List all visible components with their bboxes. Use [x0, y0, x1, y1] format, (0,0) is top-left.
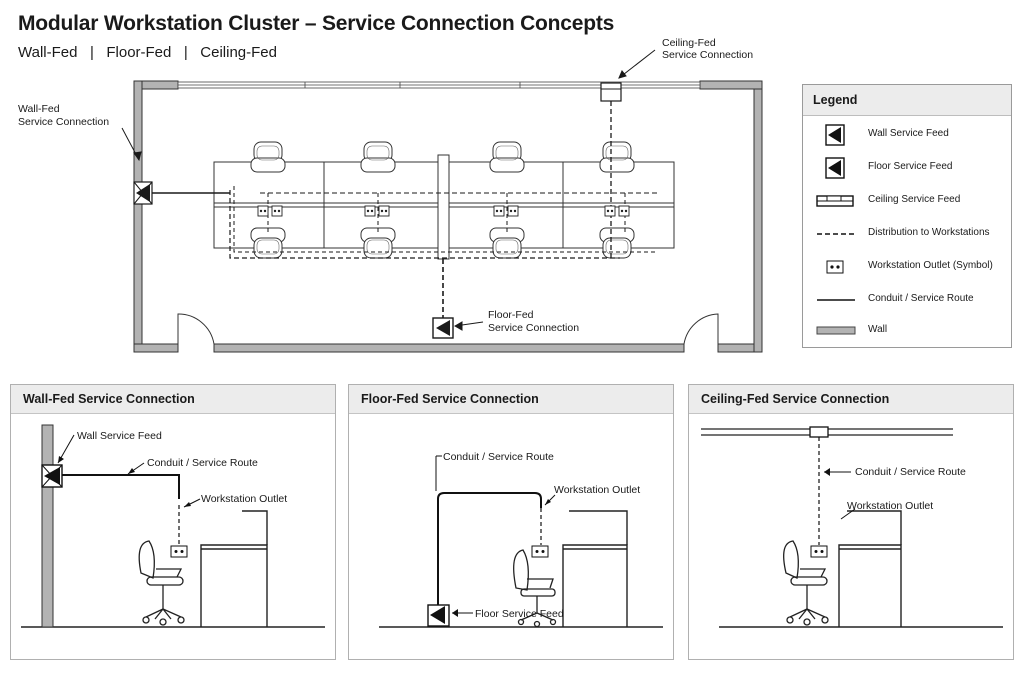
desk — [562, 510, 628, 627]
room-walls — [133, 80, 763, 353]
legend-item: Floor Service Feed — [803, 156, 1011, 180]
outlet-label: Workstation Outlet — [847, 500, 933, 512]
floor-plan: Wall-Fed Service Connection Ceiling-Fed … — [18, 37, 763, 353]
desk — [838, 510, 902, 627]
legend-item: Conduit / Service Route — [803, 288, 1011, 312]
wall-fed-section: Wall Service Feed Conduit / Service Rout… — [21, 424, 325, 628]
conduit-label: Conduit / Service Route — [443, 451, 554, 463]
outlet-icon — [810, 545, 828, 558]
outlet-label: Workstation Outlet — [554, 484, 640, 496]
wall-icon — [816, 326, 856, 335]
outlet-icon — [531, 545, 549, 558]
window-strip — [177, 81, 701, 89]
floor-fed-callout-1: Floor-Fed — [488, 309, 534, 321]
wall-fed-panel: Wall-Fed Service Connection — [10, 384, 336, 660]
floor-fed-section: Conduit / Service Route Workstation Outl… — [379, 451, 663, 628]
wall-fed-callout-1: Wall-Fed — [18, 103, 60, 115]
wall-feed-icon — [825, 124, 845, 146]
ceiling-feed-icon — [809, 426, 829, 438]
ceiling-fed-section: Conduit / Service Route Workstation Outl… — [701, 426, 1003, 628]
legend-item: Distribution to Workstations — [803, 222, 1011, 246]
chair — [783, 540, 829, 626]
legend-label: Workstation Outlet (Symbol) — [868, 260, 993, 271]
legend-label: Wall Service Feed — [868, 128, 949, 139]
legend-label: Ceiling Service Feed — [868, 194, 961, 205]
chair — [138, 540, 185, 626]
floor-feed-icon — [427, 604, 450, 627]
ceiling-fed-callout-1: Ceiling-Fed — [662, 37, 716, 49]
desk — [200, 510, 268, 627]
floor-fed-panel: Floor-Fed Service Connection — [348, 384, 674, 660]
legend-label: Floor Service Feed — [868, 161, 953, 172]
legend-label: Wall — [868, 324, 888, 335]
ceiling-feed-icon — [600, 82, 622, 102]
floor-feed-icon — [825, 157, 845, 179]
legend-item: Workstation Outlet (Symbol) — [803, 255, 1011, 279]
door-swings — [177, 313, 719, 345]
wall-feed-label: Wall Service Feed — [77, 430, 162, 442]
legend-title: Legend — [803, 85, 1011, 116]
floor-feed-label: Floor Service Feed — [475, 608, 564, 620]
outlet-icon — [826, 260, 844, 274]
wall-feed-icon — [41, 464, 63, 488]
service-routes — [152, 101, 660, 318]
ceiling-fed-panel-title: Ceiling-Fed Service Connection — [689, 385, 1013, 414]
floor-feed-icon — [432, 317, 454, 339]
workstation-cluster — [213, 154, 675, 260]
callout-leaders — [121, 49, 656, 331]
page-title: Modular Workstation Cluster – Service Co… — [18, 12, 615, 35]
conduit-label: Conduit / Service Route — [855, 466, 966, 478]
conduit-label: Conduit / Service Route — [147, 457, 258, 469]
legend-item: Ceiling Service Feed — [803, 189, 1011, 213]
solid-line-icon — [817, 299, 855, 301]
ceiling-feed-icon — [816, 195, 854, 207]
wall-feed-icon — [133, 181, 153, 205]
page-subtitle: Wall-Fed | Floor-Fed | Ceiling-Fed — [18, 44, 277, 61]
legend-item: Wall Service Feed — [803, 123, 1011, 147]
legend: Legend Wall Service Feed Floor Service F… — [802, 84, 1012, 348]
floor-fed-panel-title: Floor-Fed Service Connection — [349, 385, 673, 414]
legend-label: Distribution to Workstations — [868, 227, 990, 238]
wall-fed-panel-title: Wall-Fed Service Connection — [11, 385, 335, 414]
outlet-icon — [170, 545, 188, 558]
chair — [513, 549, 557, 628]
floor-fed-callout-2: Service Connection — [488, 322, 579, 334]
dashed-line-icon — [817, 233, 855, 235]
legend-item: Wall — [803, 319, 1011, 343]
ceiling-fed-panel: Ceiling-Fed Service Connection Con — [688, 384, 1014, 660]
ceiling-fed-callout-2: Service Connection — [662, 49, 753, 61]
legend-label: Conduit / Service Route — [868, 293, 974, 304]
outlet-label: Workstation Outlet — [201, 493, 287, 505]
wall-fed-callout-2: Service Connection — [18, 116, 109, 128]
